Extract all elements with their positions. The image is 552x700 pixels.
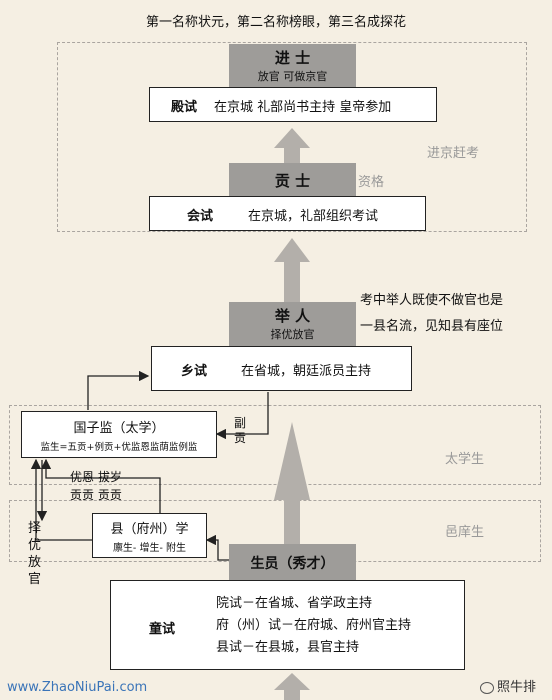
fugong-char-2: 贡: [234, 431, 247, 445]
note-line-1: 考中举人既使不做官也是: [360, 293, 504, 308]
arrow-xiangshi-to-guozijian: [215, 392, 269, 440]
rank-juren: 举 人 择优放官: [229, 302, 356, 346]
tongshi-line-2: 府（州）试－在府城、府州官主持: [216, 618, 412, 633]
huishi-desc: 在京城，礼部组织考试: [248, 209, 379, 224]
shengyuan-title: 生员（秀才）: [250, 556, 335, 572]
gongshi-side-label: 资格: [358, 175, 385, 190]
wechat-icon: [480, 681, 494, 694]
big-up-arrows: [274, 128, 310, 700]
jinshi-title: 进 士: [274, 49, 311, 67]
rank-gongshi: 贡 士: [229, 163, 356, 196]
dianshi-desc: 在京城 礼部尚书主持 皇帝参加: [214, 100, 392, 115]
rank-jinshi: 进 士 放官 可做京官: [229, 44, 356, 87]
tongshi-line-1: 院试－在省城、省学政主持: [216, 596, 373, 611]
footer-watermark: 照牛排: [480, 676, 536, 695]
guozijian-detail: 监生=五贡+例贡+优监恩监荫监例监: [40, 442, 198, 453]
tongshi-line-3: 县试－在县城，县官主持: [216, 640, 360, 655]
zeyou-char-3: 放: [28, 555, 42, 570]
xiangshi-label: 乡试: [181, 364, 208, 379]
box-dianshi: 殿试 在京城 礼部尚书主持 皇帝参加: [149, 87, 437, 122]
zone-yixiang-label: 邑庠生: [445, 525, 485, 540]
juren-subtitle: 择优放官: [270, 328, 315, 341]
box-xiangshi: 乡试 在省城，朝廷派员主持: [151, 346, 412, 391]
note-juren: 考中举人既使不做官也是 一县名流，见知县有座位: [360, 288, 503, 340]
zone-taixue-label: 太学生: [445, 452, 485, 467]
gong-types-row-2: 贡贡 贡贡: [70, 488, 122, 502]
box-guozijian: 国子监（太学） 监生=五贡+例贡+优监恩监荫监例监: [21, 411, 217, 458]
guozijian-title: 国子监（太学）: [73, 421, 165, 436]
big-arrow-xiangshi-up: [274, 238, 310, 302]
zeyou-char-4: 官: [28, 572, 42, 587]
big-arrow-huishi-up: [274, 128, 310, 163]
gong-types-row-1: 优恩 拔岁: [70, 470, 122, 484]
tongshi-label: 童试: [149, 622, 176, 637]
footer-website: www.ZhaoNiuPai.com: [7, 680, 148, 695]
zeyou-char-1: 择: [28, 521, 42, 536]
arrow-xianxue-left-up: [30, 458, 92, 541]
big-arrow-tongshi-up: [274, 673, 310, 700]
label-zeyou-fangguan: 择 优 放 官: [28, 520, 41, 588]
box-xianxue: 县（府州）学 廪生- 增生- 附生: [92, 513, 207, 558]
xianxue-detail: 廪生- 增生- 附生: [112, 543, 187, 554]
juren-title: 举 人: [274, 307, 311, 325]
label-fugong: 副 贡: [234, 416, 246, 446]
zone-taixue-frame: [9, 405, 541, 485]
zone-capital-frame: [57, 42, 527, 232]
xiangshi-desc: 在省城，朝廷派员主持: [241, 364, 372, 379]
xianxue-title: 县（府州）学: [110, 522, 189, 537]
gongshi-title: 贡 士: [274, 172, 311, 190]
watermark-text: 照牛排: [497, 680, 537, 695]
rank-shengyuan: 生员（秀才）: [229, 544, 356, 580]
arrow-xianxue-to-gong: [40, 458, 161, 513]
jinshi-subtitle: 放官 可做京官: [257, 70, 328, 83]
big-arrow-shengyuan-up: [274, 422, 310, 544]
arrow-shengyuan-to-xianxue: [205, 534, 238, 561]
header-caption: 第一名称状元，第二名称榜眼，第三名成探花: [145, 15, 406, 30]
zone-capital-label: 进京赶考: [427, 146, 480, 161]
box-huishi: 会试 在京城，礼部组织考试: [149, 196, 426, 231]
huishi-label: 会试: [187, 209, 214, 224]
note-line-2: 一县名流，见知县有座位: [360, 319, 504, 334]
dianshi-label: 殿试: [171, 100, 198, 115]
zeyou-char-2: 优: [28, 538, 42, 553]
arrow-guozijian-to-xiangshi: [87, 370, 150, 410]
gong-types: 优恩 拔岁 贡贡 贡贡: [70, 468, 122, 504]
box-tongshi: 童试 院试－在省城、省学政主持 府（州）试－在府城、府州官主持 县试－在县城，县…: [110, 580, 465, 670]
tongshi-lines: 院试－在省城、省学政主持 府（州）试－在府城、府州官主持 县试－在县城，县官主持: [216, 593, 411, 659]
fugong-char-1: 副: [234, 416, 247, 430]
